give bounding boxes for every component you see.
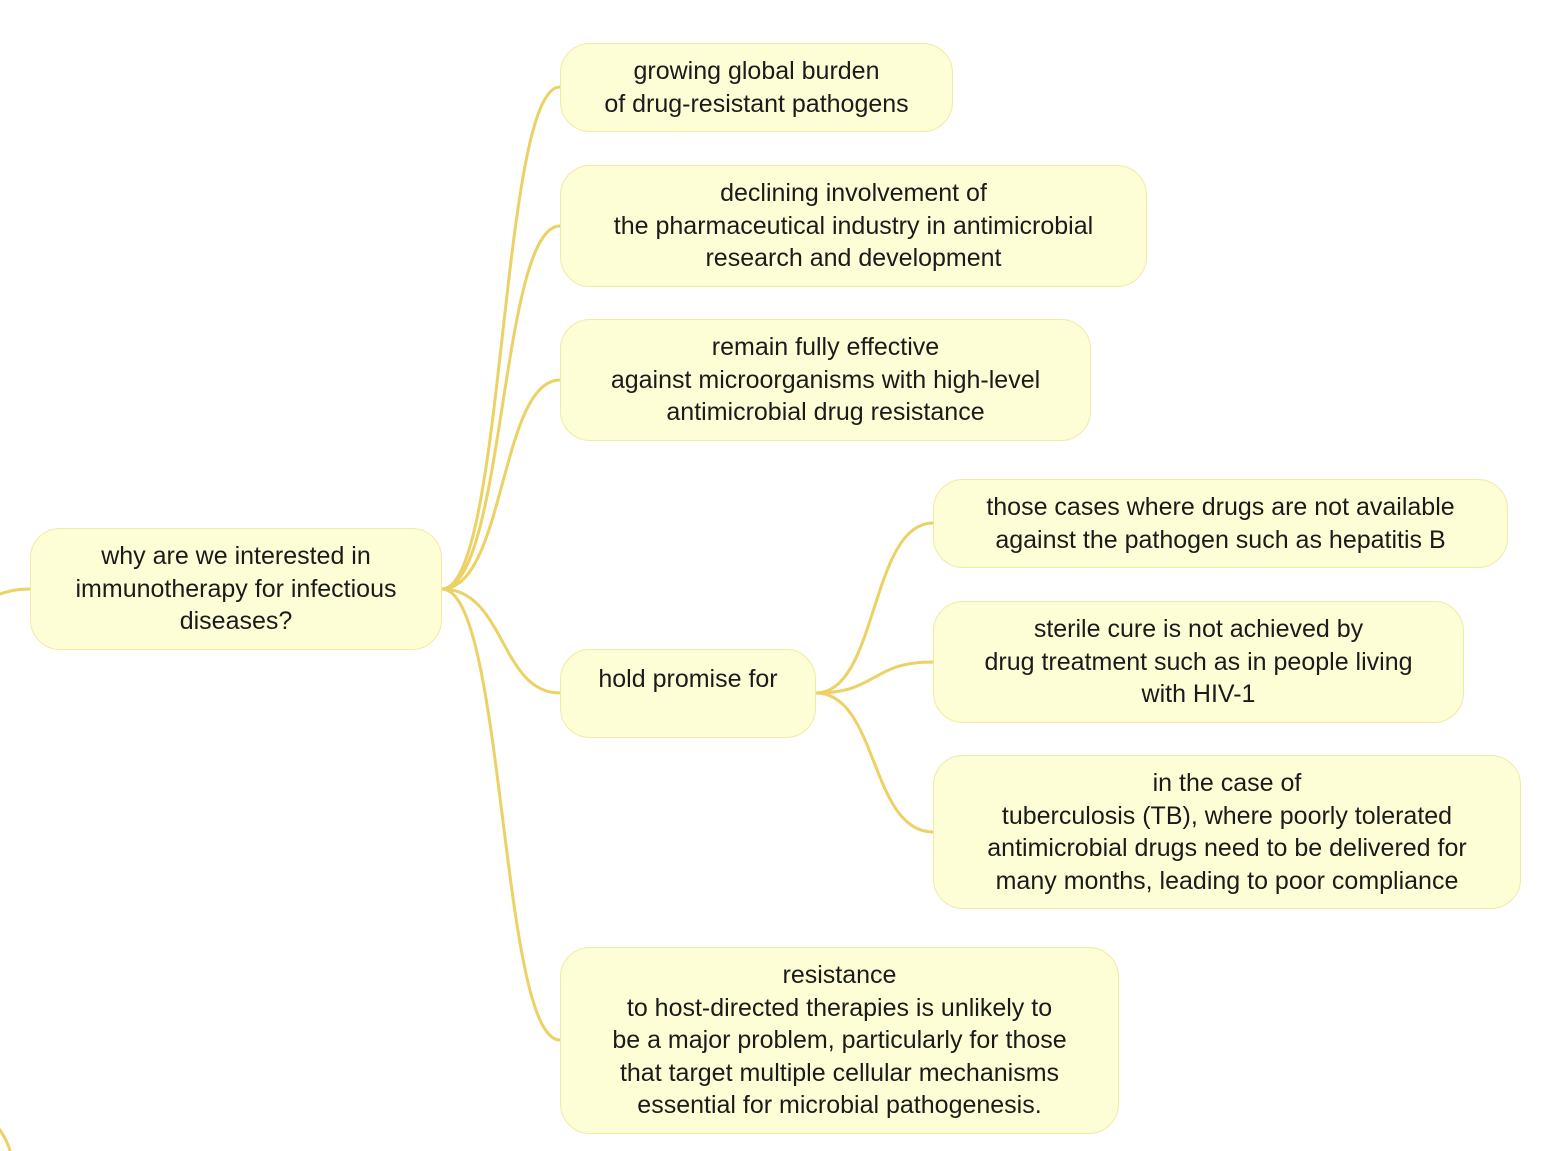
node-label: declining involvement of the pharmaceuti… (613, 179, 1094, 273)
connector-offscreen-lower (0, 1128, 12, 1151)
connector-hold-promise-to-tuberculosis (814, 691, 935, 834)
node-drug-resistant-pathogens[interactable]: growing global burden of drug-resistant … (560, 43, 953, 132)
node-tuberculosis[interactable]: in the case of tuberculosis (TB), where … (933, 755, 1521, 909)
connector-root-to-hold-promise (440, 587, 562, 695)
connector-offscreen-to-root (0, 587, 32, 596)
connector-root-to-pharma-involvement (440, 224, 562, 591)
node-label: resistance to host-directed therapies is… (612, 961, 1067, 1120)
node-label: hold promise for (598, 665, 778, 693)
connector-root-to-drug-resistant-pathogens (440, 85, 562, 591)
connector-root-to-remain-effective (440, 378, 562, 591)
connector-hold-promise-to-hepatitis-b (814, 521, 935, 695)
connector-hold-promise-to-hiv (814, 660, 935, 695)
node-label: sterile cure is not achieved by drug tre… (984, 615, 1413, 709)
node-resistance-host-directed[interactable]: resistance to host-directed therapies is… (560, 947, 1119, 1134)
node-hepatitis-b[interactable]: those cases where drugs are not availabl… (933, 479, 1508, 568)
root-node-label: why are we interested in immunotherapy f… (75, 542, 397, 636)
node-remain-effective[interactable]: remain fully effective against microorga… (560, 319, 1091, 441)
node-label: remain fully effective against microorga… (610, 333, 1041, 427)
root-node-why-immunotherapy[interactable]: why are we interested in immunotherapy f… (30, 528, 442, 650)
node-hold-promise[interactable]: hold promise for (560, 649, 816, 738)
node-label: growing global burden of drug-resistant … (604, 57, 909, 118)
node-label: those cases where drugs are not availabl… (986, 493, 1455, 554)
connector-root-to-resistance (440, 587, 562, 1042)
node-hiv-1[interactable]: sterile cure is not achieved by drug tre… (933, 601, 1464, 723)
node-label: in the case of tuberculosis (TB), where … (987, 769, 1467, 895)
node-pharma-involvement[interactable]: declining involvement of the pharmaceuti… (560, 165, 1147, 287)
